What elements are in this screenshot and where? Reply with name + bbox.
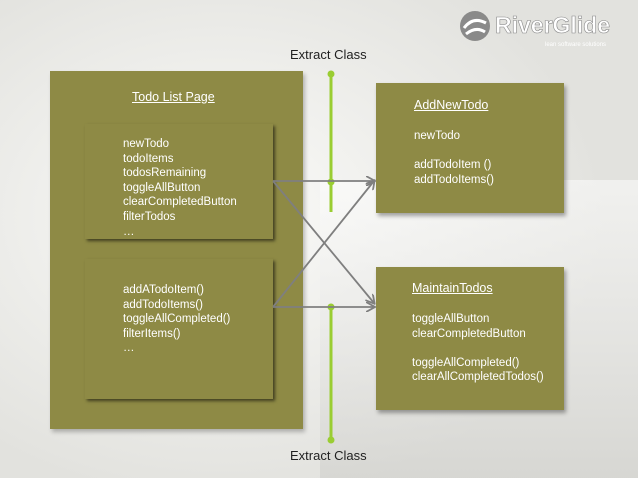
extract-class-label-bottom: Extract Class: [290, 448, 367, 463]
fields-list: newTodo todoItems todosRemaining toggleA…: [123, 137, 237, 239]
field-item: toggleAllButton: [412, 313, 490, 325]
field-item: todoItems: [123, 152, 174, 165]
method-item: addATodoItem(): [123, 284, 204, 296]
method-item: addTodoItems(): [123, 298, 203, 311]
field-item: filterTodos: [123, 210, 176, 223]
add-new-todo-title: AddNewTodo: [414, 98, 489, 112]
field-item: …: [123, 225, 135, 238]
maintain-todos-box: MaintainTodos toggleAllButton clearCompl…: [376, 267, 564, 410]
logo-tagline: lean software solutions: [545, 42, 606, 48]
field-item: newTodo: [123, 138, 170, 150]
method-item: addTodoItem (): [414, 159, 492, 172]
field-item: newTodo: [414, 130, 461, 142]
methods-box: addATodoItem() addTodoItems() toggleAllC…: [85, 259, 273, 399]
method-item: toggleAllCompleted(): [412, 356, 520, 369]
field-item: clearCompletedButton: [412, 327, 526, 340]
add-new-todo-members: newTodo addTodoItem () addTodoItems(): [414, 129, 494, 187]
method-item: …: [123, 342, 135, 355]
fields-box: newTodo todoItems todosRemaining toggleA…: [85, 124, 273, 239]
extract-class-label-top: Extract Class: [290, 47, 367, 62]
field-item: toggleAllButton: [123, 181, 201, 194]
method-item: toggleAllCompleted(): [123, 313, 231, 326]
method-item: clearAllCompletedTodos(): [412, 371, 544, 384]
logo-mark-icon: RiverGlide lean software solutions: [460, 11, 610, 48]
field-item: todosRemaining: [123, 167, 207, 180]
method-item: filterItems(): [123, 327, 181, 340]
add-new-todo-box: AddNewTodo newTodo addTodoItem () addTod…: [376, 83, 564, 213]
field-item: clearCompletedButton: [123, 196, 237, 209]
method-item: addTodoItems(): [414, 173, 494, 186]
todo-list-page-title: Todo List Page: [132, 90, 215, 104]
maintain-todos-members: toggleAllButton clearCompletedButton tog…: [412, 312, 544, 385]
methods-list: addATodoItem() addTodoItems() toggleAllC…: [123, 283, 230, 356]
todo-list-page-box: Todo List Page newTodo todoItems todosRe…: [50, 71, 303, 429]
logo-text: RiverGlide: [495, 12, 610, 38]
riverglide-logo: RiverGlide lean software solutions: [455, 6, 625, 50]
maintain-todos-title: MaintainTodos: [412, 281, 493, 295]
